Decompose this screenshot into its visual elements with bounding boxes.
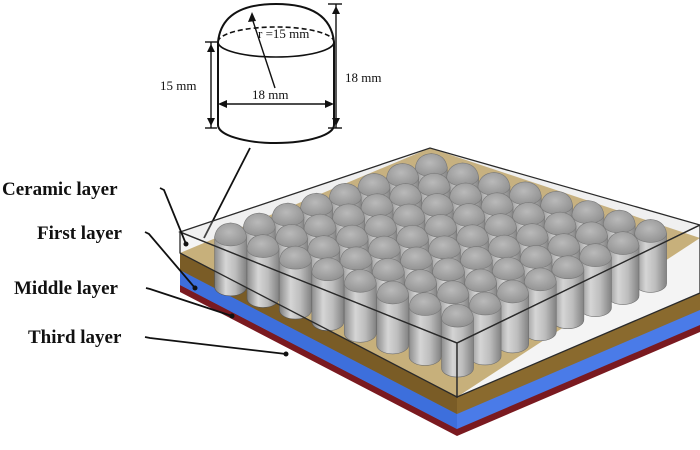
middle-layer-label: Middle layer: [14, 278, 119, 299]
ceramic-tile: [408, 292, 442, 366]
ceramic-tile: [551, 255, 585, 330]
ceramic-tile: [246, 234, 280, 308]
ceramic-tile: [606, 231, 640, 305]
height-label: 15 mm: [160, 78, 196, 93]
radius-label: r =15 mm: [258, 26, 309, 41]
diameter-label: 18 mm: [252, 87, 288, 102]
layer-leaders: [144, 187, 289, 357]
ceramic-tile: [311, 257, 345, 332]
third-layer-label: Third layer: [28, 327, 122, 348]
total-height-label: 18 mm: [345, 70, 381, 85]
first-layer-label: First layer: [37, 223, 123, 244]
ceramic-tile: [496, 279, 529, 354]
ceramic-tile: [376, 280, 409, 355]
ceramic-tile-grid: [214, 153, 667, 378]
ceramic-layer-label: Ceramic layer: [2, 179, 118, 200]
ceramic-tile: [343, 268, 377, 343]
ceramic-tile: [634, 219, 667, 293]
cylinder-detail: r =15 mm 15 mm 18 mm 18 mm: [160, 2, 381, 144]
enclosure-box: [178, 147, 700, 399]
detail-leader-line: [203, 147, 251, 239]
ceramic-tile: [468, 291, 502, 366]
